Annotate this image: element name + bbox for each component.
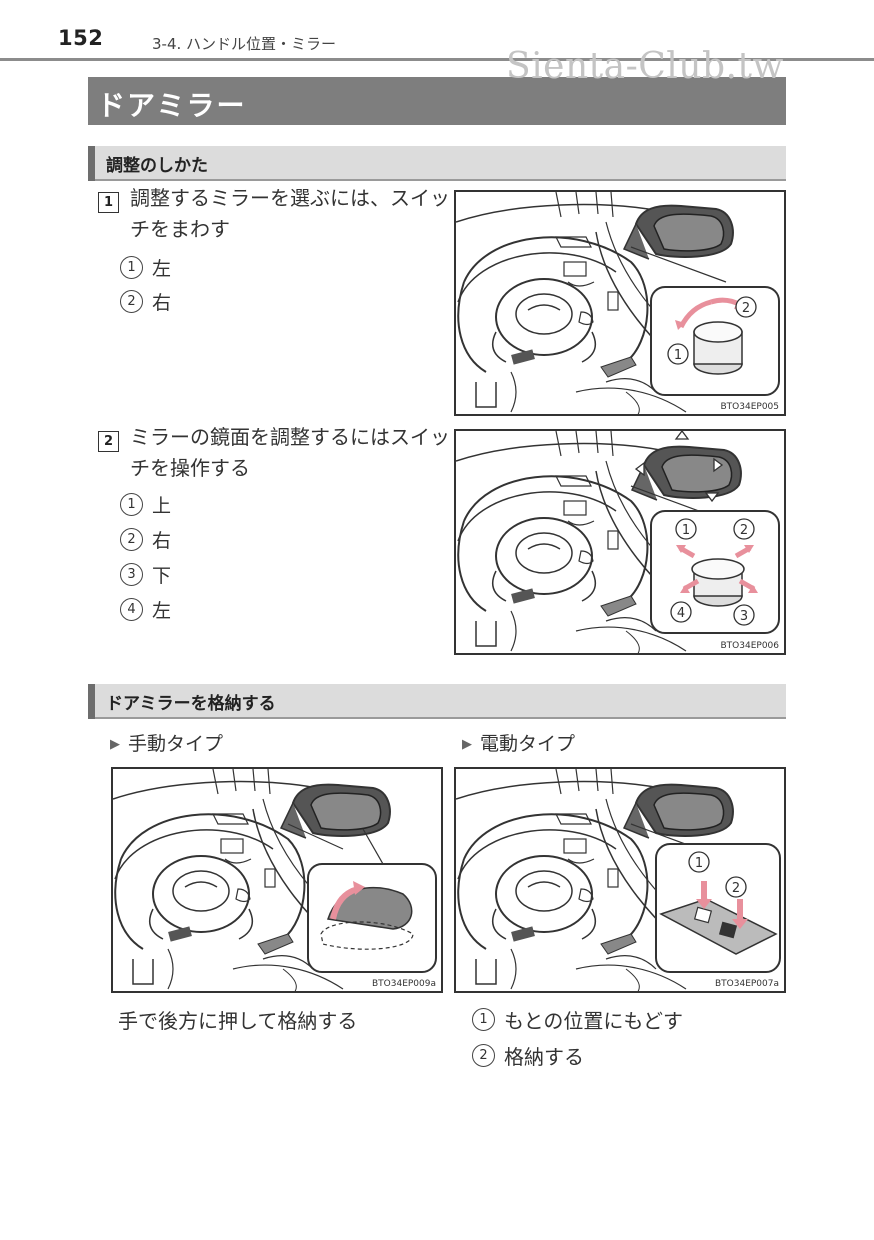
figure-code: BTO34EP005 [720,402,780,412]
subheading-electric: ▶ 電動タイプ [462,729,575,756]
figure-electric-fold: 1 2 BTO34EP007a [454,767,786,993]
step-text: 調整するミラーを選ぶには、スイッチをまわす [130,186,450,241]
svg-text:1: 1 [674,348,682,363]
subheading-manual: ▶ 手動タイプ [110,729,223,756]
step-number: 2 [98,431,119,452]
list-item: 4 左 [120,596,171,623]
list-item-label: 上 [152,495,172,517]
svg-text:2: 2 [732,881,740,896]
list-item-label: 格納する [504,1045,584,1069]
caption-manual: 手で後方に押して格納する [118,1009,358,1033]
section-heading-fold: ドアミラーを格納する [88,684,786,719]
list-item: 2 格納する [472,1041,584,1070]
svg-text:2: 2 [742,301,750,316]
subheading-text: 電動タイプ [480,733,576,755]
watermark: Sienta-Club.tw [506,46,784,87]
section-heading-text: ドアミラーを格納する [106,694,276,714]
chapter-title: 3-4. ハンドル位置・ミラー [152,35,337,53]
svg-text:4: 4 [677,606,685,621]
step-text: ミラーの鏡面を調整するにはスイッチを操作する [130,425,450,480]
circled-number: 1 [472,1008,495,1031]
list-item: 1 左 [120,254,171,281]
list-item-label: 左 [152,258,172,280]
page-title: ドアミラー [97,89,247,122]
figure-code: BTO34EP006 [720,641,780,651]
list-item: 3 下 [120,561,171,588]
section-heading-adjust: 調整のしかた [88,146,786,181]
list-item: 1 上 [120,491,171,518]
circled-number: 3 [120,563,143,586]
svg-text:1: 1 [695,856,703,871]
circled-number: 1 [120,493,143,516]
title-bar [88,77,786,125]
circled-number: 2 [120,290,143,313]
svg-text:3: 3 [740,609,748,624]
list-item: 2 右 [120,526,171,553]
list-item-label: 下 [152,565,172,587]
figure-mirror-select: 1 2 BTO34EP005 [454,190,786,416]
section-heading-text: 調整のしかた [106,156,208,176]
subheading-text: 手動タイプ [128,733,224,755]
figure-code: BTO34EP007a [714,979,779,989]
list-item-label: 左 [152,600,172,622]
list-item-label: 右 [152,292,172,314]
circled-number: 4 [120,598,143,621]
figure-manual-fold: BTO34EP009a [111,767,443,993]
triangle-bullet-icon: ▶ [462,737,472,752]
circled-number: 2 [120,528,143,551]
list-item-label: 右 [152,530,172,552]
triangle-bullet-icon: ▶ [110,737,120,752]
list-item-label: もとの位置にもどす [504,1009,683,1033]
svg-text:1: 1 [682,523,690,538]
figure-mirror-adjust: 1 2 3 4 BTO34EP006 [454,429,786,655]
circled-number: 2 [472,1044,495,1067]
svg-text:2: 2 [740,523,748,538]
circled-number: 1 [120,256,143,279]
list-item: 1 もとの位置にもどす [472,1005,683,1034]
list-item: 2 右 [120,288,171,315]
figure-code: BTO34EP009a [371,979,436,989]
step-number: 1 [98,192,119,213]
header-rule [0,58,874,61]
page-number: 152 [58,26,104,50]
